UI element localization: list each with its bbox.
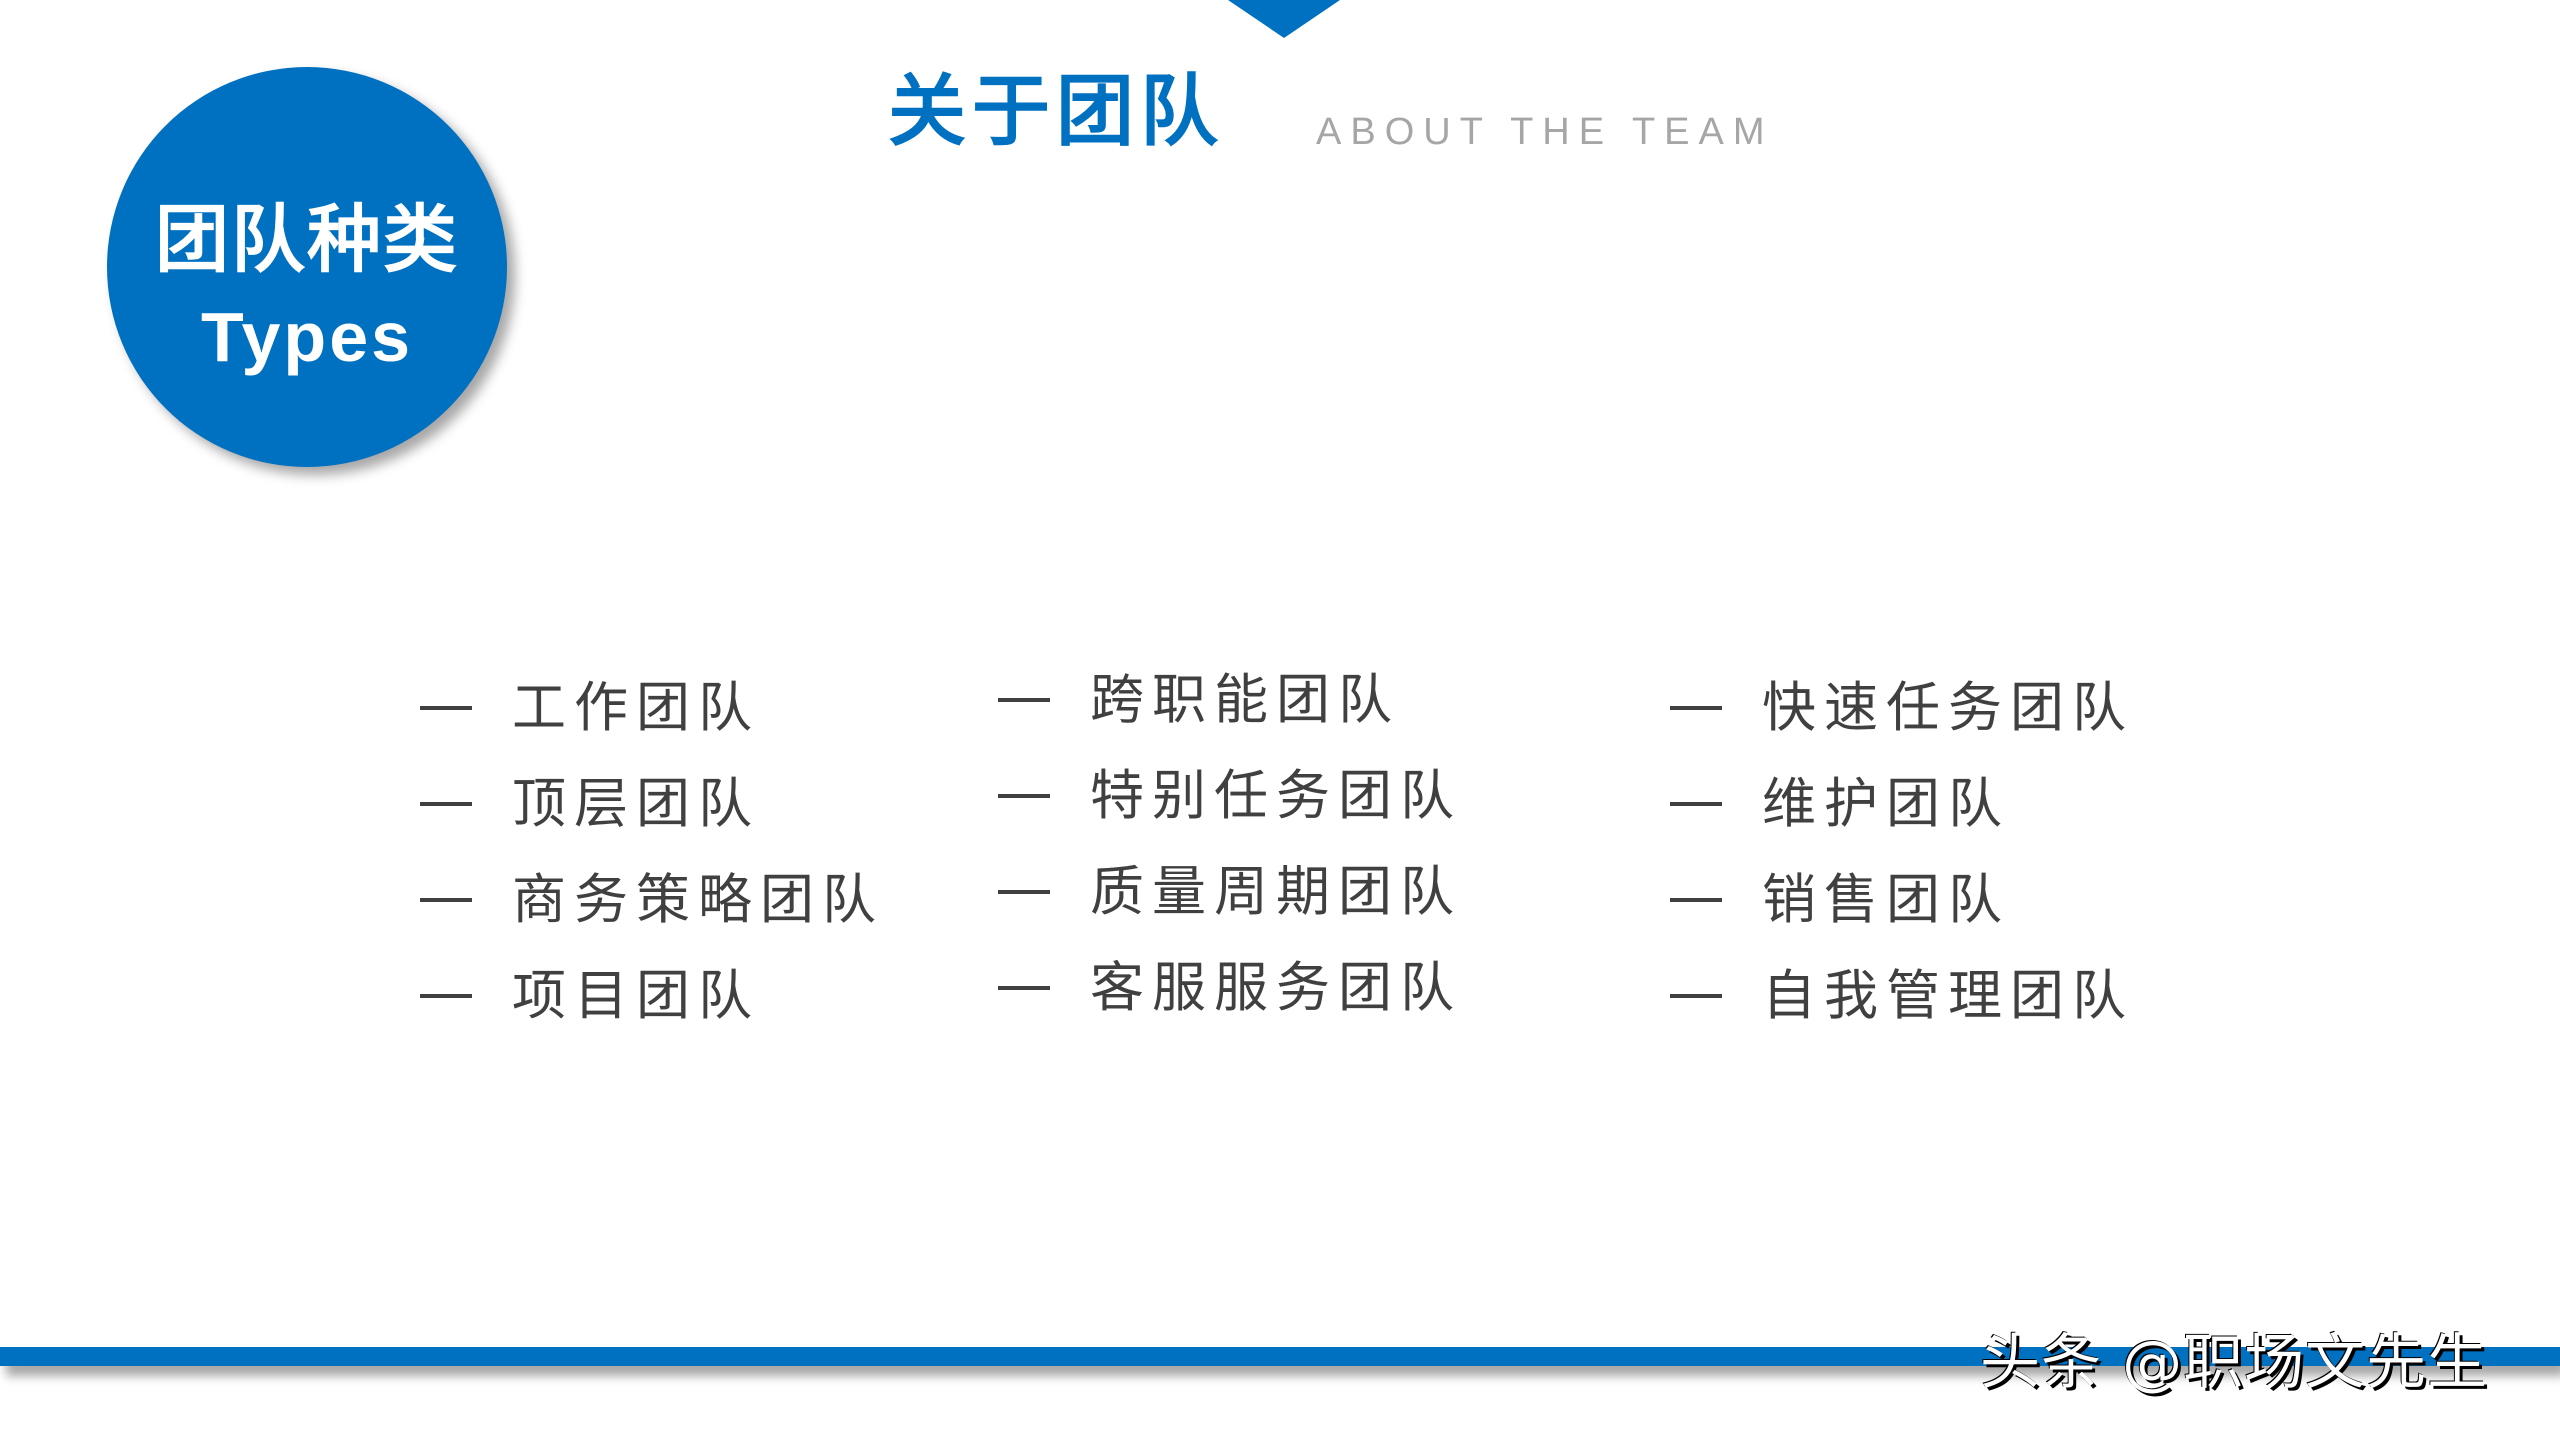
list-item: 自我管理团队 [1670,948,2134,1044]
page-subtitle: ABOUT THE TEAM [1316,111,1774,153]
dash-icon [1670,706,1722,710]
list-item-label: 项目团队 [512,964,760,1027]
list-item: 客服服务团队 [998,940,1462,1036]
list-item-label: 维护团队 [1762,772,2010,835]
list-item-label: 自我管理团队 [1762,964,2134,1027]
dash-icon [998,890,1050,894]
bottom-accent-bar [0,1347,2560,1366]
section-badge: 团队种类 Types [107,67,507,467]
list-item: 维护团队 [1670,756,2134,852]
dash-icon [420,898,472,902]
page-title: 关于团队 [888,67,1225,157]
dash-icon [998,698,1050,702]
list-item-label: 商务策略团队 [512,868,884,931]
dash-icon [998,986,1050,990]
list-item-label: 质量周期团队 [1090,860,1462,923]
top-triangle-decoration [1228,0,1340,38]
list-item: 工作团队 [420,660,884,756]
team-type-column-2: 跨职能团队 特别任务团队 质量周期团队 客服服务团队 [998,652,1462,1036]
list-item-label: 特别任务团队 [1090,764,1462,827]
list-item-label: 客服服务团队 [1090,956,1462,1019]
watermark: 头条 @职场文先生 [1980,1328,2489,1398]
badge-title-zh: 团队种类 [155,197,459,283]
team-type-column-1: 工作团队 顶层团队 商务策略团队 项目团队 [420,660,884,1044]
dash-icon [420,802,472,806]
list-item: 快速任务团队 [1670,660,2134,756]
list-item: 商务策略团队 [420,852,884,948]
dash-icon [1670,898,1722,902]
list-item: 项目团队 [420,948,884,1044]
dash-icon [998,794,1050,798]
list-item: 质量周期团队 [998,844,1462,940]
list-item: 销售团队 [1670,852,2134,948]
list-item-label: 快速任务团队 [1762,676,2134,739]
dash-icon [1670,994,1722,998]
list-item-label: 工作团队 [512,676,760,739]
team-type-column-3: 快速任务团队 维护团队 销售团队 自我管理团队 [1670,660,2134,1044]
list-item: 跨职能团队 [998,652,1462,748]
list-item: 特别任务团队 [998,748,1462,844]
list-item: 顶层团队 [420,756,884,852]
dash-icon [420,994,472,998]
list-item-label: 跨职能团队 [1090,668,1400,731]
list-item-label: 销售团队 [1762,868,2010,931]
badge-title-en: Types [200,298,414,376]
dash-icon [1670,802,1722,806]
list-item-label: 顶层团队 [512,772,760,835]
dash-icon [420,706,472,710]
